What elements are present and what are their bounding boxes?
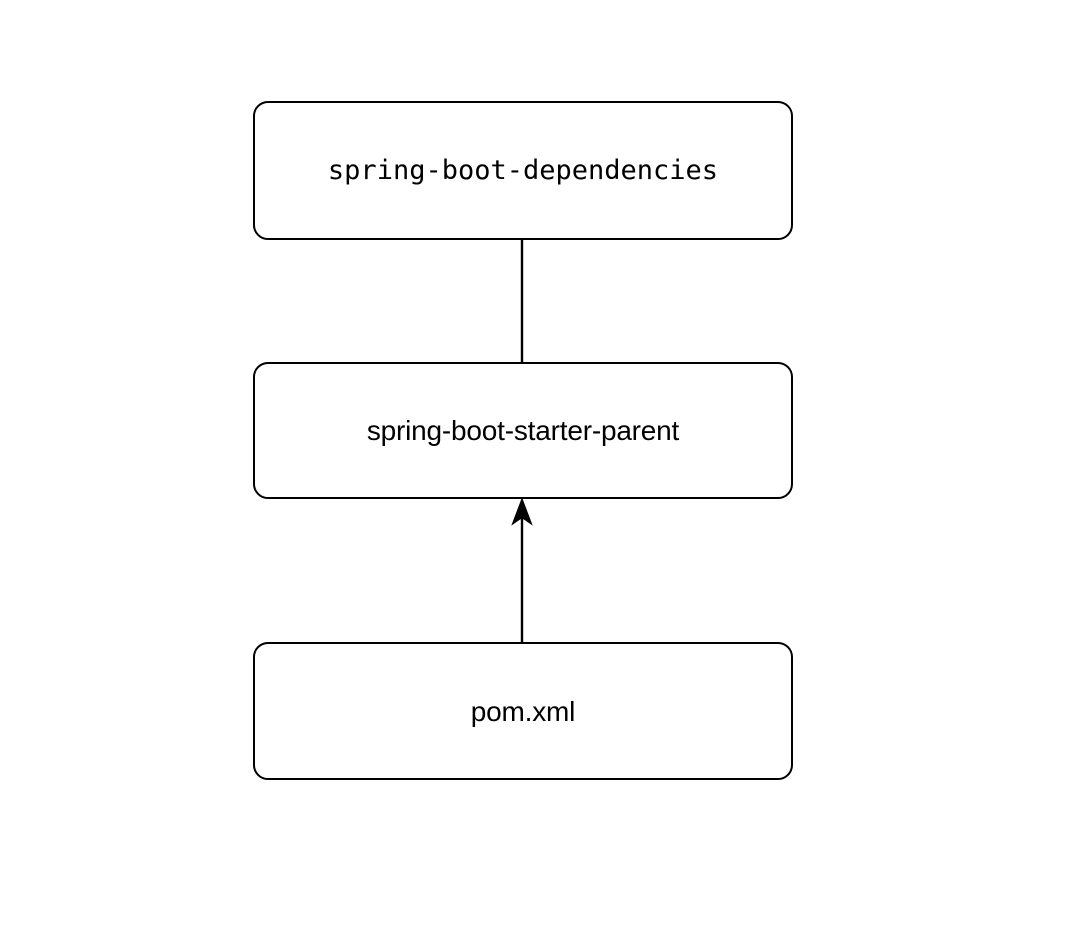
node-label-spring-boot-dependencies: spring-boot-dependencies: [327, 155, 719, 186]
node-spring-boot-starter-parent[interactable]: [253, 362, 793, 499]
node-box-pom-xml[interactable]: [253, 642, 793, 780]
arrowhead-up-icon: [511, 497, 533, 526]
node-label-pom-xml: pom.xml: [470, 696, 576, 727]
node-pom-xml[interactable]: [253, 642, 793, 780]
node-label-spring-boot-starter-parent: spring-boot-starter-parent: [366, 415, 680, 446]
node-box-spring-boot-dependencies[interactable]: [253, 101, 793, 240]
node-spring-boot-dependencies[interactable]: [253, 101, 793, 240]
